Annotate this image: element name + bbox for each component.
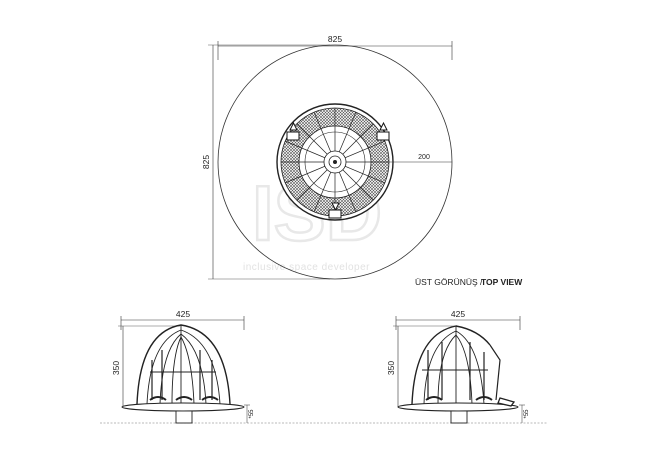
carousel-side bbox=[397, 325, 519, 424]
side-view: 425 350 bbox=[386, 309, 530, 424]
top-height-label: 825 bbox=[201, 155, 211, 169]
top-radius-label: 200 bbox=[418, 154, 430, 161]
front-width-label: 425 bbox=[176, 309, 190, 319]
side-height-label: 350 bbox=[386, 361, 396, 375]
top-view-caption-en: TOP VIEW bbox=[481, 277, 523, 287]
top-view-caption-tr: ÜST GÖRÜNÜŞ / bbox=[415, 277, 483, 287]
front-height-label: 350 bbox=[111, 361, 121, 375]
top-view: 825 825 bbox=[201, 34, 523, 287]
side-base-dimension bbox=[519, 404, 525, 423]
front-view: 425 350 bbox=[111, 309, 255, 424]
front-base-label: *55 bbox=[249, 409, 255, 419]
watermark-tagline: inclusive space developer bbox=[243, 262, 370, 273]
side-base-label: *55 bbox=[524, 409, 530, 419]
carousel-front bbox=[121, 324, 245, 424]
carousel-top bbox=[276, 103, 452, 221]
side-width-dimension bbox=[395, 316, 521, 330]
top-height-dimension bbox=[208, 44, 330, 280]
seat-icons bbox=[286, 121, 390, 219]
top-width-dimension bbox=[217, 41, 453, 60]
front-width-dimension bbox=[120, 316, 245, 330]
side-width-label: 425 bbox=[451, 309, 465, 319]
front-base-dimension bbox=[244, 404, 250, 423]
side-height-dimension bbox=[393, 325, 455, 407]
top-width-label: 825 bbox=[328, 34, 342, 44]
front-height-dimension bbox=[118, 325, 180, 407]
